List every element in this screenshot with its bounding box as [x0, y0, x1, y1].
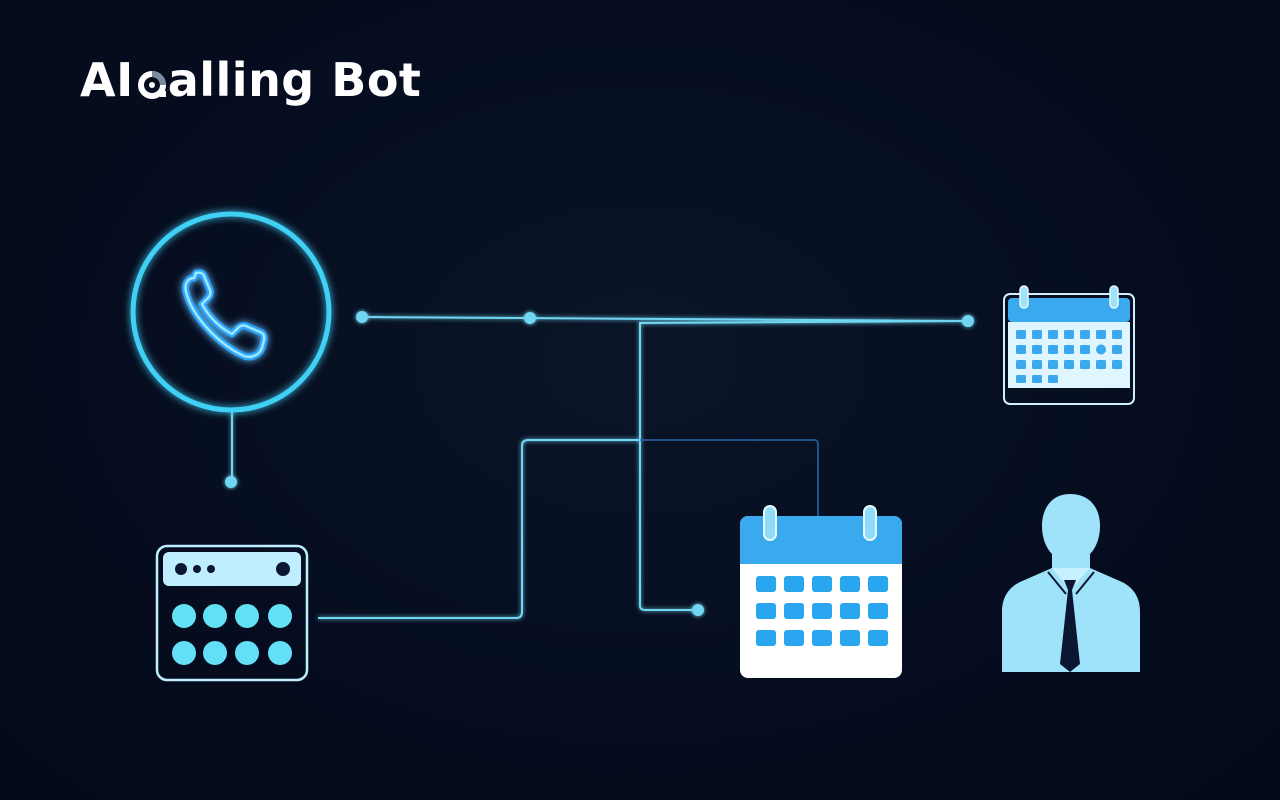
connector-phone-to-calendar — [361, 316, 969, 322]
connector-dots — [225, 311, 974, 616]
title-prefix: AI — [80, 53, 134, 107]
node-dot — [524, 312, 536, 324]
node-dot — [356, 311, 368, 323]
connector-lines — [231, 316, 969, 619]
phone-icon — [182, 269, 268, 361]
connector-faint — [640, 439, 819, 520]
phone-node — [130, 211, 332, 413]
calling-c-logo-icon — [137, 57, 168, 103]
phone-circle — [130, 211, 332, 413]
connector-to-calendar-bottom — [639, 440, 698, 611]
connector-to-keypad — [318, 320, 969, 619]
node-dot — [225, 476, 237, 488]
businessman-icon — [1002, 494, 1140, 672]
calendar-top-right — [1003, 285, 1135, 405]
node-dot — [692, 604, 704, 616]
node-dot — [962, 315, 974, 327]
page-title: AI alling Bot — [80, 50, 421, 110]
keypad-panel-icon — [155, 544, 309, 682]
calendar-bottom — [740, 505, 902, 678]
title-suffix: alling Bot — [167, 53, 422, 107]
